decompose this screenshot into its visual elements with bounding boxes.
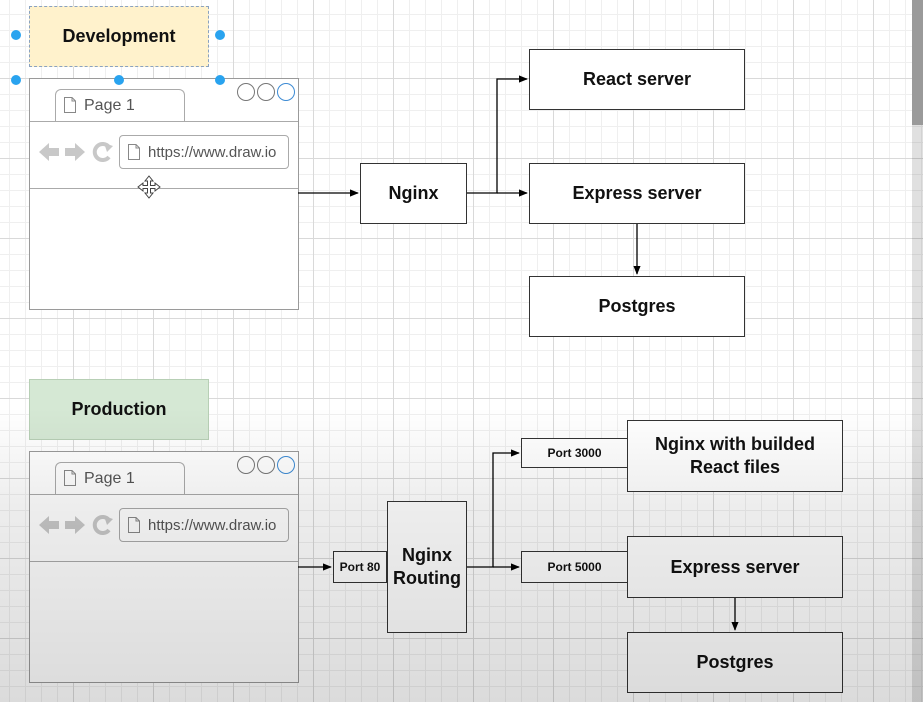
browser-tab-label: Page 1	[84, 96, 135, 114]
page-icon	[128, 517, 140, 533]
back-arrow-icon	[39, 516, 59, 534]
edge-routing-to-port3000	[467, 449, 520, 568]
page-icon	[64, 97, 76, 113]
move-cursor-icon	[137, 175, 161, 199]
selection-handle[interactable]	[11, 30, 21, 40]
window-controls	[237, 83, 295, 101]
url-text: https://www.draw.io	[148, 143, 277, 161]
page-icon	[128, 144, 140, 160]
tab-bar-line	[30, 494, 298, 495]
port-80-node[interactable]: Port 80	[333, 551, 387, 583]
browser-mockup-development[interactable]: Page 1 https://www.draw.io	[29, 78, 299, 310]
selection-handle[interactable]	[114, 75, 124, 85]
window-circle-icon	[257, 456, 275, 474]
browser-tab-label: Page 1	[84, 469, 135, 487]
postgres-node[interactable]: Postgres	[529, 276, 745, 337]
window-circle-icon	[237, 83, 255, 101]
navigation-icons	[39, 515, 113, 535]
navigation-icons	[39, 142, 113, 162]
scrollbar-edge[interactable]	[912, 0, 923, 702]
express-server-node[interactable]: Express server	[529, 163, 745, 224]
tab-bar-line	[30, 121, 298, 122]
refresh-icon	[92, 142, 113, 162]
url-bar[interactable]: https://www.draw.io	[119, 508, 289, 542]
postgres-node-prod[interactable]: Postgres	[627, 632, 843, 693]
port-5000-node[interactable]: Port 5000	[521, 551, 628, 583]
toolbar-separator	[30, 561, 298, 562]
development-label[interactable]: Development	[29, 6, 209, 67]
production-label[interactable]: Production	[29, 379, 209, 440]
react-server-node[interactable]: React server	[529, 49, 745, 110]
browser-tab: Page 1	[55, 89, 185, 121]
nginx-react-node[interactable]: Nginx with builded React files	[627, 420, 843, 492]
url-bar[interactable]: https://www.draw.io	[119, 135, 289, 169]
page-icon	[64, 470, 76, 486]
window-circle-icon	[277, 456, 295, 474]
port-3000-node[interactable]: Port 3000	[521, 438, 628, 468]
nginx-node[interactable]: Nginx	[360, 163, 467, 224]
url-text: https://www.draw.io	[148, 516, 277, 534]
selection-handle[interactable]	[215, 75, 225, 85]
window-circle-icon	[237, 456, 255, 474]
back-arrow-icon	[39, 143, 59, 161]
refresh-icon	[92, 515, 113, 535]
browser-mockup-production[interactable]: Page 1 https://www.draw.io	[29, 451, 299, 683]
selection-handle[interactable]	[215, 30, 225, 40]
toolbar-separator	[30, 188, 298, 189]
forward-arrow-icon	[65, 143, 85, 161]
selection-handle[interactable]	[11, 75, 21, 85]
edge-nginx-to-react	[467, 75, 528, 194]
window-circle-icon	[257, 83, 275, 101]
browser-tab: Page 1	[55, 462, 185, 494]
nginx-routing-node[interactable]: Nginx Routing	[387, 501, 467, 633]
express-server-node-prod[interactable]: Express server	[627, 536, 843, 598]
forward-arrow-icon	[65, 516, 85, 534]
window-controls	[237, 456, 295, 474]
window-circle-icon	[277, 83, 295, 101]
